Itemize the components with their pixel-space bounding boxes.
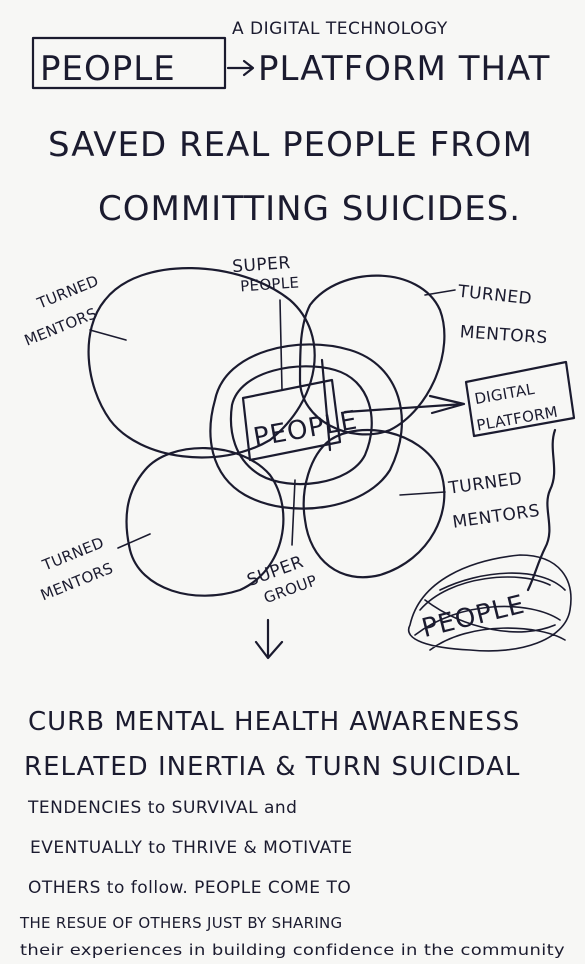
top-left-pointer <box>89 329 127 341</box>
title-line2: SAVED REAL PEOPLE FROM <box>48 125 533 165</box>
summary-line6: THE RESUE OF OTHERS JUST BY SHARING <box>19 914 342 932</box>
summary-line1: CURB MENTAL HEALTH AWARENESS <box>28 707 520 737</box>
super-group-ring <box>209 343 403 510</box>
super-people-ring <box>229 365 373 486</box>
top-right-label-l2: MENTORS <box>459 322 548 348</box>
top-right-pointer <box>424 289 456 296</box>
center-box <box>241 378 342 462</box>
title-line1-top: A DIGITAL TECHNOLOGY <box>232 19 448 39</box>
summary-line4: EVENTUALLY to THRIVE & MOTIVATE <box>30 838 353 858</box>
circle-top-right <box>298 274 446 436</box>
circle-bottom-right <box>302 428 446 579</box>
title-line3: COMMITTING SUICIDES. <box>98 189 521 229</box>
top-label-l1: SUPER <box>232 253 292 277</box>
summary-line2: RELATED INERTIA & TURN SUICIDAL <box>24 752 520 782</box>
bottom-label-pointer <box>291 479 296 546</box>
summary-line3: TENDENCIES to SURVIVAL and <box>27 798 297 818</box>
title-box <box>31 36 227 90</box>
center-label: PEOPLE <box>251 405 360 453</box>
top-label-l2: PEOPLE <box>240 273 300 295</box>
down-arrow <box>254 618 284 660</box>
bottom-left-pointer <box>117 533 151 549</box>
platform-chain <box>526 428 557 592</box>
summary-line5: OTHERS to follow. PEOPLE COME TO <box>28 878 351 898</box>
bottom-right-label-l2: MENTORS <box>451 501 541 533</box>
platform-label-l1: DIGITAL <box>473 380 536 408</box>
title-line1: PLATFORM THAT <box>258 49 550 89</box>
circle-top-left <box>87 267 316 459</box>
people-scribble <box>407 554 572 652</box>
top-right-label-l1: TURNED <box>456 282 533 310</box>
top-label-pointer <box>279 299 283 391</box>
platform-connector <box>320 358 332 452</box>
title-arrow <box>226 59 255 77</box>
platform-arrow <box>343 394 466 415</box>
bottom-right-label-l1: TURNED <box>446 469 523 499</box>
summary-line7: their experiences in building confidence… <box>20 941 565 959</box>
bottom-right-pointer <box>399 491 446 496</box>
title-boxed-word: PEOPLE <box>40 49 176 89</box>
scribble-label: PEOPLE <box>419 590 528 645</box>
platform-label-l2: PLATFORM <box>475 403 559 435</box>
circle-bottom-left <box>125 447 285 597</box>
platform-box <box>464 360 576 438</box>
